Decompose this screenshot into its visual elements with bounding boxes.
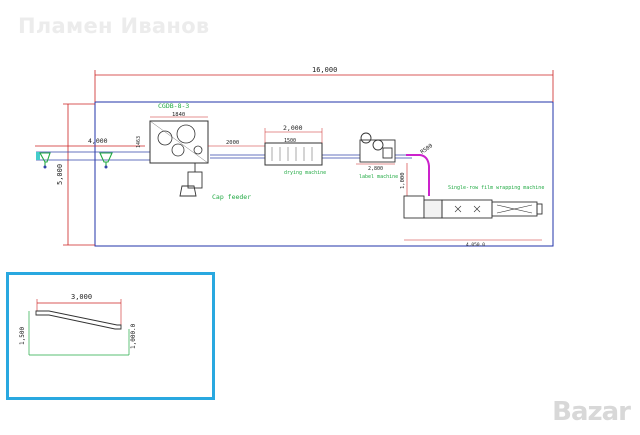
- left-stands: [39, 152, 113, 168]
- layout-frame: [94, 101, 554, 247]
- film-wrapping-label: Single-row film wrapping machine: [448, 185, 544, 191]
- dim-drying-inner-label: 1500: [284, 138, 296, 144]
- drying-machine: [264, 142, 323, 166]
- label-machine: [359, 132, 396, 163]
- film-wrapping-machine: [403, 195, 543, 219]
- dim-total-height: [63, 103, 95, 246]
- main-conveyor: [36, 151, 412, 161]
- inset-dim-height-right-label: 1,000.0: [130, 323, 137, 349]
- layout-drawing: 16,000 5,000 4,000 CGDB-8-3 1840 1463: [35, 66, 554, 248]
- inset-dim-height-left-label: 1,500: [19, 327, 26, 345]
- cap-feeder-label: Cap feeder: [212, 193, 251, 201]
- conveyor-bend: [406, 154, 430, 196]
- cap-feeder: [179, 163, 203, 197]
- drying-machine-label: drying machine: [284, 170, 326, 176]
- inset-dim-length-label: 3,000: [71, 293, 92, 301]
- watermark-text: Пламен Иванов: [18, 14, 210, 38]
- machine-model-label: CGDB-8-3: [158, 102, 189, 110]
- dim-feeder-width-label: 1840: [172, 112, 185, 118]
- dim-label-width-label: 2,800: [368, 166, 383, 172]
- dim-vertical-label: 1,000: [400, 172, 406, 189]
- dim-feeder-depth-label: 1463: [136, 136, 142, 148]
- dim-bend-radius-label: R500: [420, 143, 434, 156]
- dim-left-conveyor-label: 4,000: [88, 137, 108, 145]
- inset-drawing: 3,000 1,500 1,000.0: [19, 293, 137, 356]
- monoblock: [149, 120, 209, 164]
- label-machine-label: label machine: [359, 174, 398, 180]
- site-logo: Bazar: [552, 397, 631, 427]
- dim-total-width-label: 16,000: [312, 66, 337, 74]
- inset-incline-conveyor: [35, 310, 122, 330]
- dim-feeder-spacing-label: 2000: [226, 140, 239, 146]
- dim-total-height-label: 5,000: [56, 164, 64, 185]
- dim-drying-width-label: 2,000: [283, 124, 303, 132]
- dim-bottom-label: 4,050.0: [466, 242, 485, 248]
- dim-total-width: [94, 70, 554, 102]
- inset-panel: 3,000 1,500 1,000.0: [6, 272, 215, 400]
